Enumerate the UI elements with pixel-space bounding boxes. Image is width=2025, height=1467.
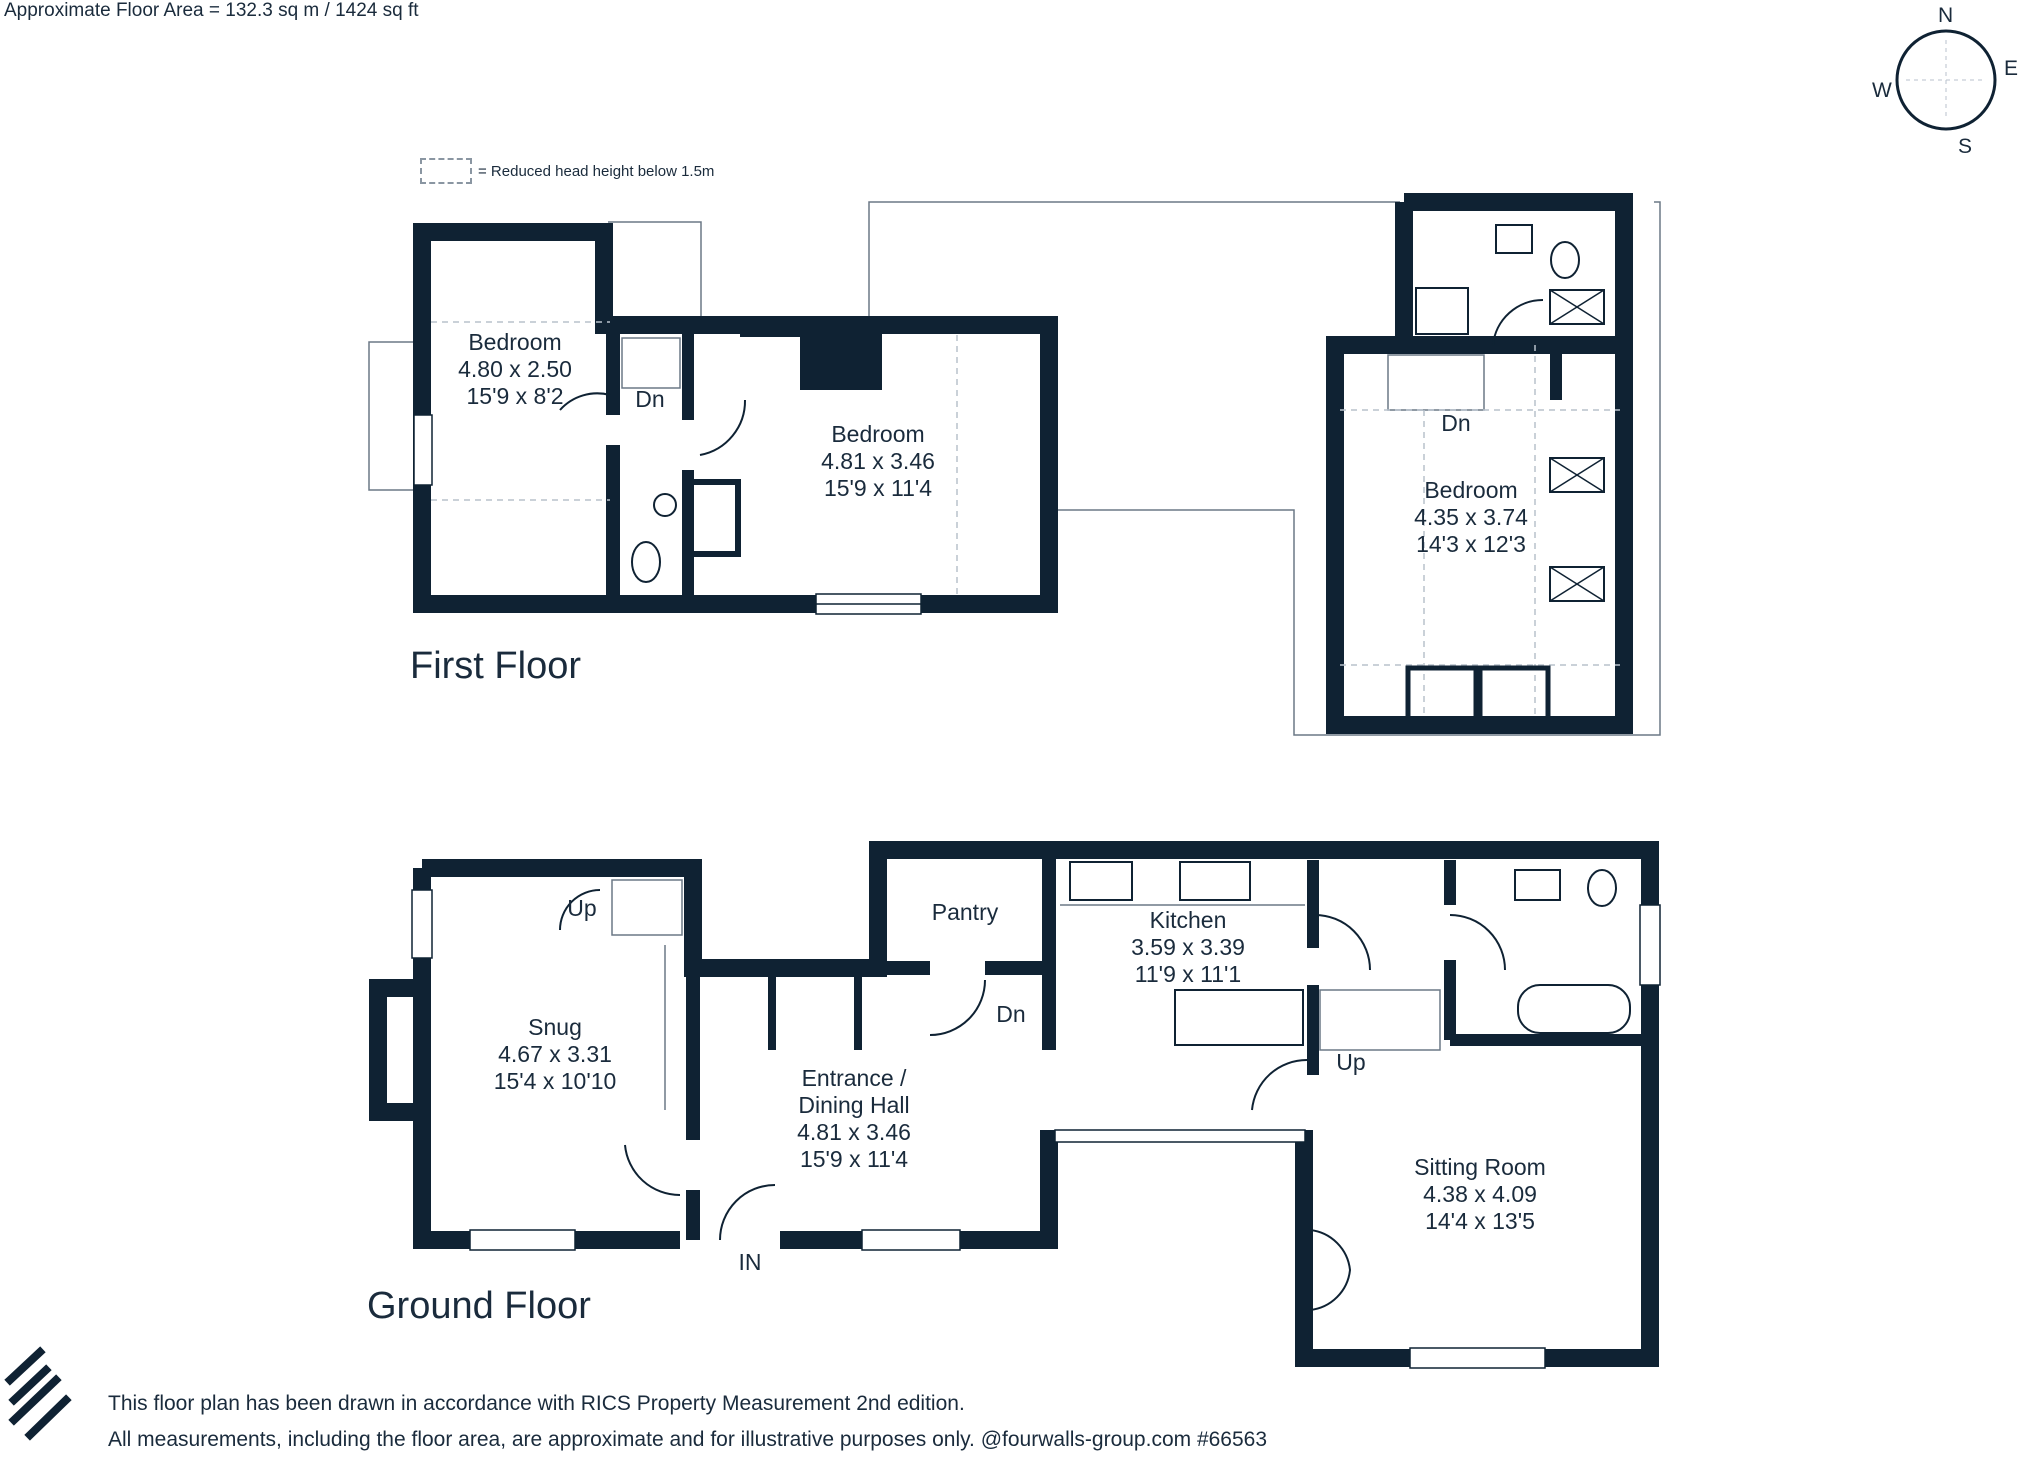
room-name: Bedroom [468, 329, 561, 355]
room-name: Snug [528, 1014, 582, 1040]
room-imperial: 15'9 x 8'2 [466, 383, 563, 409]
room-metric: 4.81 x 3.46 [821, 448, 935, 474]
room-metric: 4.80 x 2.50 [458, 356, 572, 382]
stair-up-label: Up [1336, 1049, 1365, 1075]
room-name: Pantry [932, 899, 999, 925]
footer-line-1: This floor plan has been drawn in accord… [108, 1392, 965, 1415]
entrance-in-label: IN [739, 1249, 762, 1275]
first-floor-title: First Floor [410, 645, 581, 687]
stair-dn-label: Dn [635, 386, 664, 412]
ground-floor-labels: Up Snug 4.67 x 3.31 15'4 x 10'10 Pantry … [494, 895, 1546, 1275]
key-label: = Reduced head height below 1.5m [478, 162, 715, 180]
compass-n: N [1938, 4, 1953, 27]
room-metric: 3.59 x 3.39 [1131, 934, 1245, 960]
room-name: Kitchen [1150, 907, 1227, 933]
room-name: Bedroom [831, 421, 924, 447]
room-imperial: 15'4 x 10'10 [494, 1068, 617, 1094]
ground-floor-title: Ground Floor [367, 1285, 591, 1327]
stair-up-label: Up [567, 895, 596, 921]
head-height-key: = Reduced head height below 1.5m [420, 158, 714, 184]
room-imperial: 14'3 x 12'3 [1416, 531, 1526, 557]
room-name: Dining Hall [798, 1092, 909, 1118]
room-imperial: 11'9 x 11'1 [1135, 961, 1241, 987]
room-imperial: 15'9 x 11'4 [824, 475, 932, 501]
first-floor-labels: Bedroom 4.80 x 2.50 15'9 x 8'2 Dn Bedroo… [458, 329, 1528, 557]
room-name: Bedroom [1424, 477, 1517, 503]
footer-line-2: All measurements, including the floor ar… [108, 1428, 1268, 1451]
compass-w: W [1872, 79, 1892, 102]
room-metric: 4.81 x 3.46 [797, 1119, 911, 1145]
fourwalls-logo [4, 1346, 72, 1441]
stair-dn-label: Dn [1441, 410, 1470, 436]
room-imperial: 14'4 x 13'5 [1425, 1208, 1535, 1234]
room-imperial: 15'9 x 11'4 [800, 1146, 908, 1172]
room-metric: 4.35 x 3.74 [1414, 504, 1528, 530]
compass-e: E [2004, 57, 2018, 80]
ground-floor-plan [369, 841, 1661, 1369]
reduced-head-height-swatch [420, 158, 472, 184]
room-name: Sitting Room [1414, 1154, 1546, 1180]
room-metric: 4.67 x 3.31 [498, 1041, 612, 1067]
first-floor-plan [368, 193, 1661, 736]
compass-icon: N E S W [1872, 4, 2018, 158]
compass-s: S [1958, 135, 1972, 158]
room-metric: 4.38 x 4.09 [1423, 1181, 1537, 1207]
floor-area-text: Approximate Floor Area = 132.3 sq m / 14… [4, 0, 419, 21]
room-name: Entrance / [802, 1065, 907, 1091]
stair-dn-label: Dn [996, 1001, 1025, 1027]
